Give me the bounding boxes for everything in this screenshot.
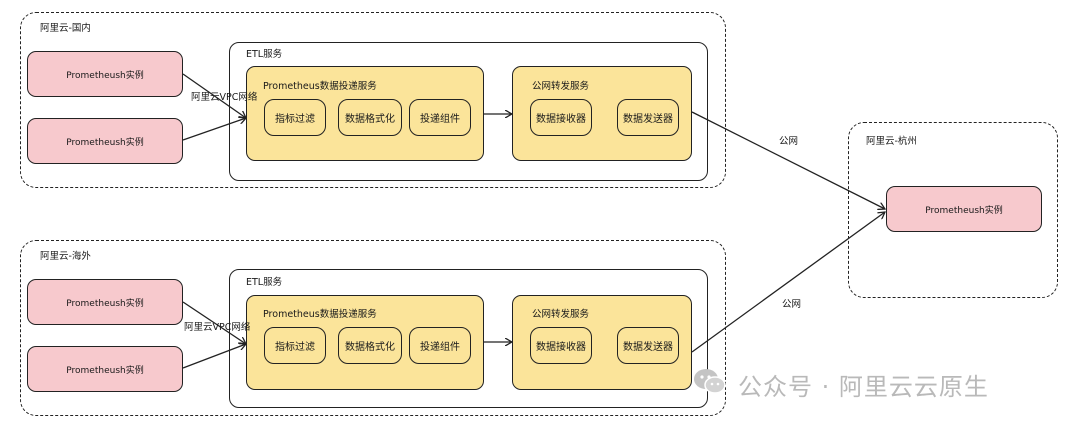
arrow-instance-to-etl [182, 344, 246, 369]
etl-service-label: ETL服务 [246, 277, 283, 288]
forward-service-label: 公网转发服务 [532, 309, 590, 320]
public-net-label: 公网 [779, 136, 799, 147]
region-domestic-label: 阿里云-国内 [40, 23, 91, 34]
prometheus-instance-target: Prometheush实例 [886, 186, 1042, 232]
vpc-label: 阿里云VPC网络 [184, 322, 251, 333]
component-format: 数据格式化 [338, 99, 402, 136]
region-hangzhou-label: 阿里云-杭州 [866, 136, 917, 147]
component-receiver: 数据接收器 [530, 327, 592, 364]
arrow-overseas-to-hangzhou [691, 212, 885, 353]
public-net-label: 公网 [782, 299, 802, 310]
component-format: 数据格式化 [338, 327, 402, 364]
vpc-label: 阿里云VPC网络 [191, 92, 258, 103]
component-sender: 数据发送器 [617, 327, 679, 364]
arrow-instance-to-etl [182, 118, 246, 141]
etl-service-label: ETL服务 [246, 49, 283, 60]
wechat-icon [692, 366, 728, 398]
prometheus-instance: Prometheush实例 [27, 346, 183, 392]
region-domestic [20, 12, 726, 188]
component-receiver: 数据接收器 [530, 99, 592, 136]
arrow-domestic-to-hangzhou [691, 111, 885, 209]
forward-service-label: 公网转发服务 [532, 81, 590, 92]
component-filter: 指标过滤 [264, 99, 326, 136]
component-sender: 数据发送器 [617, 99, 679, 136]
delivery-service-label: Prometheus数据投递服务 [263, 309, 377, 320]
prometheus-instance: Prometheush实例 [27, 279, 183, 325]
component-deliver: 投递组件 [409, 327, 471, 364]
region-overseas-label: 阿里云-海外 [40, 251, 91, 262]
component-filter: 指标过滤 [264, 327, 326, 364]
watermark-text: 公众号 · 阿里云云原生 [738, 373, 989, 401]
arrow-instance-to-etl [182, 73, 246, 118]
delivery-service-label: Prometheus数据投递服务 [263, 81, 377, 92]
arrow-instance-to-etl [182, 301, 246, 344]
region-hangzhou [848, 122, 1058, 298]
component-deliver: 投递组件 [409, 99, 471, 136]
prometheus-instance: Prometheush实例 [27, 51, 183, 97]
prometheus-instance: Prometheush实例 [27, 118, 183, 164]
